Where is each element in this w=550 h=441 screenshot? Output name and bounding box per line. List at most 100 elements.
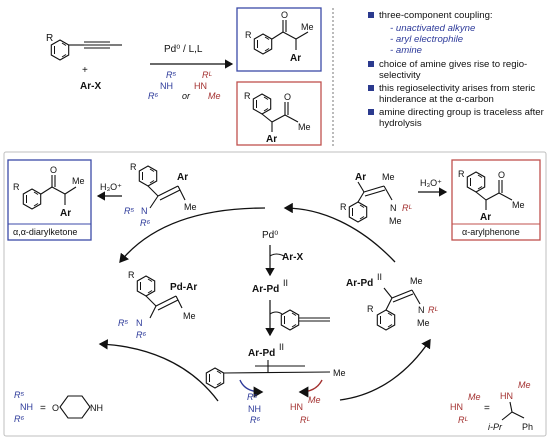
left-enamine-N: N	[141, 206, 148, 216]
bullet-square-icon	[368, 85, 374, 91]
cycle-arc-top-left	[119, 207, 266, 264]
footnote-right-HN2: HN	[500, 391, 513, 401]
bullet-sub-amine: - amine	[390, 45, 422, 56]
product-red-O: O	[284, 92, 291, 102]
aryl-halide-label: Ar-X	[80, 81, 101, 92]
left-enamine-Ar: Ar	[177, 172, 188, 183]
left-enamine-Me: Me	[184, 202, 197, 212]
amine-right-Me: Me	[208, 91, 221, 101]
bullet-square-icon	[368, 12, 374, 18]
left-vinyl-PdAr: Pd-Ar	[170, 282, 197, 293]
left-box-R: R	[13, 182, 20, 192]
bullet-sub-aryl: - aryl electrophile	[390, 34, 464, 45]
cycle-left-NH: NH	[248, 404, 261, 414]
cycle-arc-bottom-left	[98, 339, 219, 402]
left-enamine-R5: R⁵	[124, 206, 134, 216]
footnote-right-Me: Me	[468, 392, 481, 402]
right-vinyl-Me: Me	[410, 276, 423, 286]
right-enamine-R: R	[340, 202, 347, 212]
right-enamine: Ar Me N Rᴸ Me R	[340, 172, 412, 226]
product-box-red	[236, 81, 322, 146]
plus-sign: +	[82, 65, 88, 76]
right-vinyl-pd: Ar-Pd II Me N Rᴸ Me R	[346, 272, 438, 331]
left-vinyl-R: R	[128, 270, 135, 280]
bullet-item: choice of amine gives rise to regio-sele…	[368, 59, 544, 81]
right-box-structure: O Me Ar R	[458, 169, 525, 223]
right-vinyl-ArPd: Ar-Pd	[346, 278, 373, 289]
right-enamine-Me: Me	[382, 172, 395, 182]
cycle-right-RL: Rᴸ	[300, 415, 310, 425]
product-blue-Ar: Ar	[290, 53, 301, 64]
right-product-box	[451, 159, 541, 241]
left-box-O: O	[50, 165, 57, 175]
footnote-right-Ph: Ph	[522, 422, 533, 432]
footnote-right-RL: Rᴸ	[458, 415, 468, 425]
left-vinyl-R6: R⁶	[136, 330, 146, 340]
right-box-O: O	[498, 170, 505, 180]
left-box-label: α,α-diarylketone	[13, 227, 77, 237]
pd-reagent-label: Pd⁰ / L,L	[164, 44, 203, 55]
right-enamine-RL: Rᴸ	[402, 203, 412, 213]
morpholine-O: O	[52, 403, 59, 413]
left-enamine-R: R	[130, 162, 137, 172]
cycle-right-Me: Me	[308, 395, 321, 405]
right-enamine-Me2: Me	[389, 216, 402, 226]
cycle-right-HN: HN	[290, 402, 303, 412]
bullet-item: this regioselectivity arises from steric…	[368, 83, 544, 105]
alkyne-small	[280, 309, 330, 331]
product-red-R: R	[244, 91, 251, 101]
left-box-Ar: Ar	[60, 208, 71, 219]
catalytic-cycle: Pd⁰ Ar-X Ar-Pd II Ar-Pd II Me R⁵ NH R⁶ H…	[7, 159, 541, 425]
bullet-item: three-component coupling:	[368, 10, 544, 21]
left-product-box	[7, 159, 92, 241]
left-enamine: Ar Me R⁵ N R⁶ R	[124, 162, 197, 228]
footnote-left: R⁵ NH R⁶ = O NH	[14, 390, 103, 424]
cycle-left-R6: R⁶	[250, 415, 260, 425]
reactant-R-label: R	[46, 33, 53, 44]
bullet-text: this regioselectivity arises from steric…	[379, 83, 536, 105]
morpholine-ring	[59, 395, 91, 419]
right-enamine-Ar: Ar	[355, 172, 366, 183]
arpd2-ox: II	[279, 342, 284, 352]
product-red-structure: O Me Ar R	[244, 91, 311, 145]
right-enamine-N: N	[390, 203, 397, 213]
product-box-blue	[236, 7, 322, 72]
product-blue-R: R	[245, 30, 252, 40]
top-panel: R + Ar-X Pd⁰ / L,L R⁵ NH R⁶ or Rᴸ HN Me …	[46, 7, 334, 146]
alkyne-reactant: R	[46, 33, 122, 61]
right-box-Me: Me	[512, 200, 525, 210]
right-box-Ar: Ar	[480, 212, 491, 223]
footnote-right-Me2: Me	[518, 380, 531, 390]
amine-left-R6: R⁶	[148, 91, 158, 101]
cycle-arc-top-right	[283, 202, 396, 263]
bullet-square-icon	[368, 61, 374, 67]
left-vinyl-pd: Pd-Ar Me R⁵ N R⁶ R	[118, 270, 197, 340]
bullet-text: choice of amine gives rise to regio-sele…	[379, 59, 528, 81]
right-vinyl-Me2: Me	[417, 318, 430, 328]
footnote-left-NH: NH	[20, 402, 33, 412]
product-blue-O: O	[281, 10, 288, 20]
bullet-square-icon	[368, 109, 374, 115]
feature-bullets: three-component coupling: - unactivated …	[368, 10, 544, 131]
left-box-Me: Me	[72, 176, 85, 186]
left-h3o: H₃O⁺	[100, 182, 122, 192]
arpd-oxidation-state: II	[283, 278, 288, 288]
footnote-right: Me HN Rᴸ = Me HN i-Pr Ph	[450, 380, 533, 432]
product-blue-structure: O Me Ar R	[245, 10, 314, 64]
pi-complex-Me: Me	[333, 368, 346, 378]
right-box-R: R	[458, 169, 465, 179]
bullet-text: three-component coupling:	[379, 10, 493, 21]
arpd2-label: Ar-Pd	[248, 348, 275, 359]
right-vinyl-RL: Rᴸ	[428, 305, 438, 315]
arpd-label: Ar-Pd	[252, 284, 279, 295]
or-text: or	[182, 91, 191, 101]
morpholine-NH: NH	[90, 403, 103, 413]
product-red-Me: Me	[298, 122, 311, 132]
right-vinyl-N: N	[418, 305, 425, 315]
bullet-item: amine directing group is traceless after…	[368, 107, 544, 129]
arx-label: Ar-X	[282, 252, 303, 263]
footnote-left-R6: R⁶	[14, 414, 24, 424]
right-vinyl-R: R	[367, 304, 374, 314]
left-box-structure: O Me Ar R	[13, 165, 85, 219]
